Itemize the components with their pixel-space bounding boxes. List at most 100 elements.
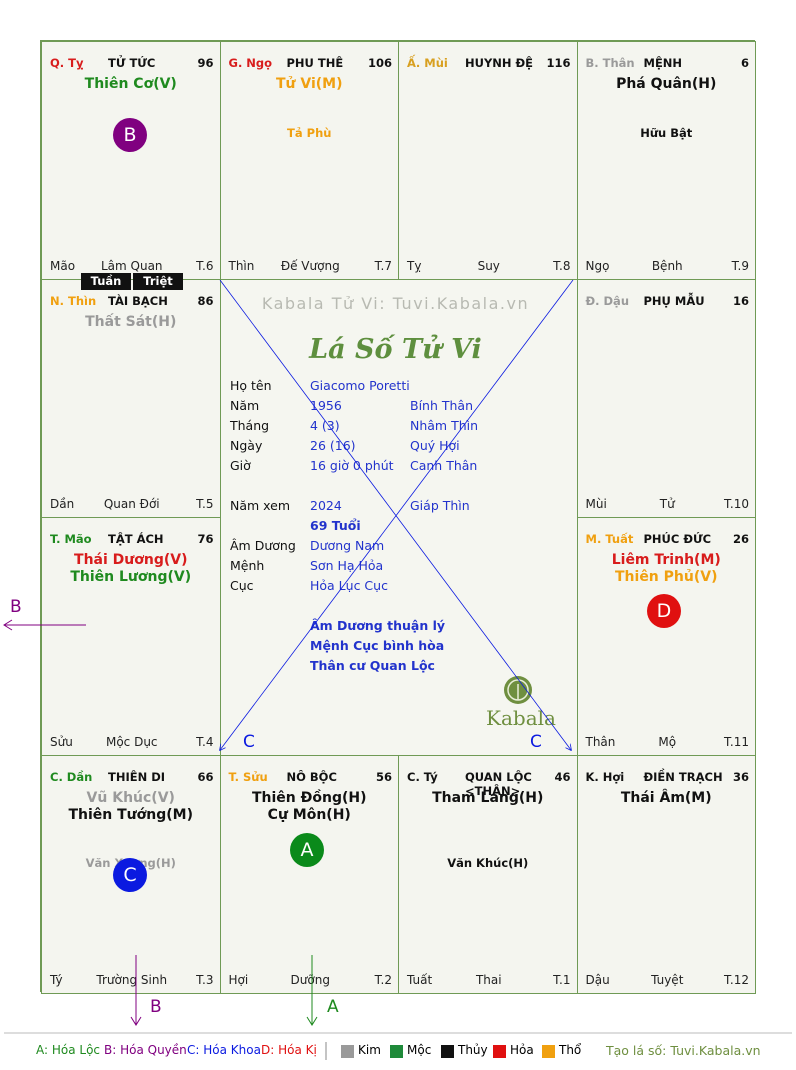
info-can-chi: Bính Thân — [410, 398, 474, 413]
palace-name: TÀI BẠCH — [108, 294, 168, 308]
site-link[interactable]: Tạo lá số: Tuvi.Kabala.vn — [606, 1043, 761, 1058]
palace-name: NÔ BỘC — [286, 770, 337, 784]
moc-swatch — [390, 1045, 403, 1058]
palace-number: 96 — [197, 56, 214, 70]
main-star: Phá Quân(H) — [616, 76, 717, 92]
kabala-logo: Kabala — [486, 674, 556, 734]
main-stars: Thiên Cơ(V) — [42, 76, 220, 93]
branch-label: Ấ. Mùi — [407, 56, 448, 70]
footer-range: T.8 — [553, 259, 571, 273]
palace-name: PHÚC ĐỨC — [643, 532, 712, 546]
marker-d: D — [647, 594, 681, 628]
footer-stage: Thai — [475, 973, 502, 987]
main-stars: Phá Quân(H) — [578, 76, 756, 93]
footer-branch: Tý — [50, 973, 63, 987]
legend-kim: Kim — [358, 1043, 381, 1057]
year-label: Năm xem — [230, 498, 291, 513]
info-label: Giờ — [230, 458, 251, 473]
footer-branch: Dần — [50, 497, 75, 511]
main-stars: Thiên Đồng(H)Cự Môn(H) — [221, 790, 399, 824]
footer-range: T.5 — [196, 497, 214, 511]
footer-branch: Thân — [585, 735, 616, 749]
age: 69 Tuổi — [310, 518, 361, 533]
logo-text: Kabala — [486, 706, 556, 730]
palace-name: MỆNH — [643, 56, 683, 70]
info-label: Ngày — [230, 438, 263, 453]
footer-branch: Dậu — [585, 973, 610, 987]
main-stars: Thái Dương(V)Thiên Lương(V) — [42, 552, 220, 586]
footer-branch: Tỵ — [407, 259, 422, 273]
footer-branch: Hợi — [228, 973, 249, 987]
palace-number: 36 — [732, 770, 749, 784]
palace-name: TẬT ÁCH — [108, 532, 164, 546]
palace-number: 46 — [554, 770, 571, 784]
main-star: Cự Môn(H) — [267, 807, 351, 823]
palace-name: THIÊN DI — [108, 770, 166, 784]
tho-swatch — [542, 1045, 555, 1058]
main-star: Tham Lang(H) — [432, 790, 544, 806]
chart-title: Lá Số Tử Vi — [309, 334, 482, 365]
arrow-label-b-left: B — [10, 597, 22, 617]
palace-number: 106 — [367, 56, 392, 70]
minor-star: Hữu Bật — [640, 126, 693, 140]
footer-range: T.12 — [724, 973, 749, 987]
info-can-chi: Canh Thân — [410, 458, 478, 473]
branch-label: N. Thìn — [50, 294, 97, 308]
tuan-tag: Tuần — [81, 273, 131, 290]
palace-name: TỬ TỨC — [108, 56, 156, 70]
branch-label: C. Tý — [407, 770, 438, 784]
main-stars: Thất Sát(H) — [42, 314, 220, 331]
footer-range: T.6 — [196, 259, 214, 273]
info-value: Dương Nam — [310, 538, 385, 553]
palace-name: PHỤ MẪU — [643, 294, 705, 308]
main-stars: Vũ Khúc(V)Thiên Tướng(M) — [42, 790, 220, 824]
info-label: Năm — [230, 398, 260, 413]
legend-c: C: Hóa Khoa — [187, 1043, 261, 1057]
footer-stage: Dưỡng — [290, 973, 330, 987]
main-star: Thiên Cơ(V) — [84, 76, 177, 92]
main-star: Thiên Đồng(H) — [251, 790, 367, 806]
arrow-label-b-bottom: B — [150, 997, 162, 1017]
footer-stage: Suy — [477, 259, 500, 273]
palace-name: PHU THÊ — [286, 56, 344, 70]
legend-moc: Mộc — [407, 1043, 432, 1057]
footer-stage: Quan Đới — [103, 497, 160, 511]
footer-stage: Lâm Quan — [100, 259, 163, 273]
note-2: Mệnh Cục bình hòa — [310, 638, 445, 653]
info-value: Giacomo Poretti — [310, 378, 410, 393]
info-value: 16 giờ 0 phút — [310, 458, 394, 473]
main-star: Thiên Tướng(M) — [68, 807, 193, 823]
palace-number: 6 — [740, 56, 749, 70]
branch-label: K. Hợi — [585, 770, 625, 784]
legend-b: B: Hóa Quyền — [104, 1043, 187, 1057]
note-1: Âm Dương thuận lý — [310, 618, 446, 633]
main-stars: Thái Âm(M) — [578, 790, 756, 807]
footer-range: T.9 — [731, 259, 749, 273]
footer-branch: Sửu — [50, 735, 73, 749]
footer-branch: Tuất — [407, 973, 433, 987]
footer-stage: Trường Sinh — [96, 973, 168, 987]
arrow-label-a-bottom: A — [327, 997, 339, 1017]
minor-star: Tả Phù — [287, 126, 332, 140]
